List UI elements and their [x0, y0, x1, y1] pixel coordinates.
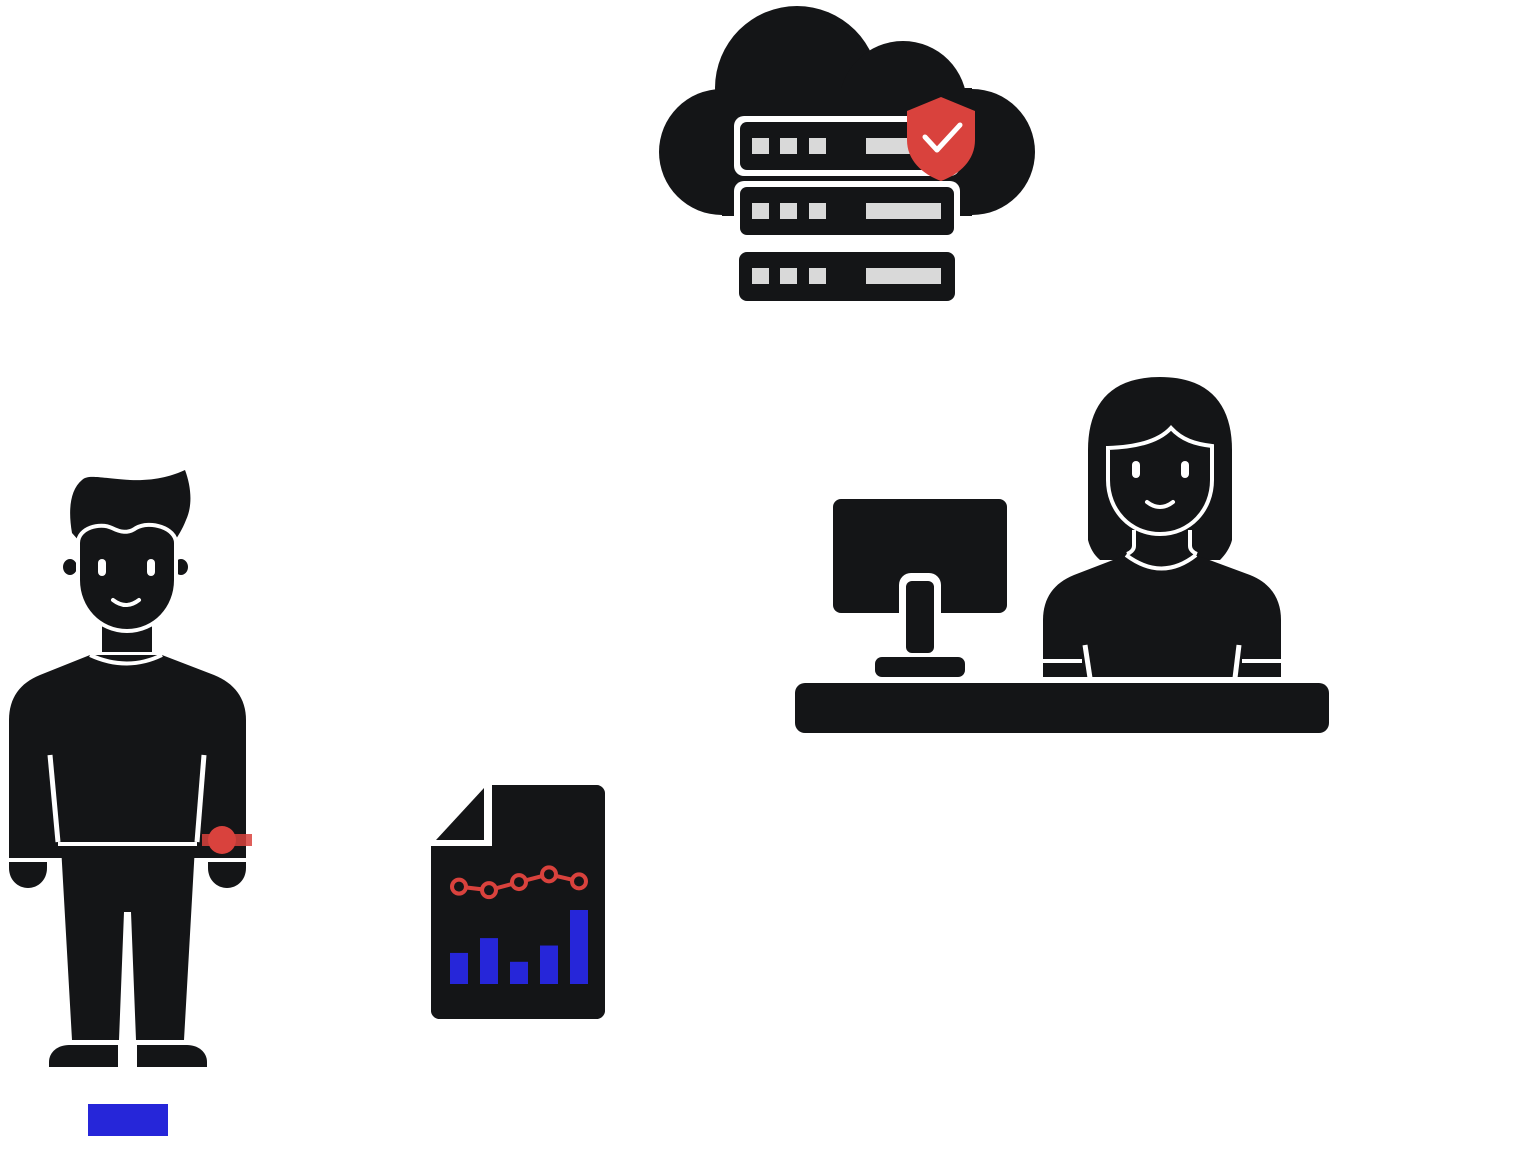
report-trend-point	[570, 872, 588, 891]
report-bar	[510, 961, 528, 984]
report-trend-point	[540, 865, 558, 884]
woman-operator-icon	[1043, 377, 1281, 679]
cloud-server-icon	[659, 6, 1035, 301]
report-trend-line	[450, 865, 588, 900]
man-user-icon	[9, 470, 252, 1136]
shield-check-icon	[907, 97, 975, 181]
desktop-computer-icon	[833, 499, 1007, 677]
report-document-icon	[431, 785, 605, 1019]
report-trend-point	[510, 873, 528, 892]
report-bar	[540, 945, 558, 984]
report-bar	[450, 952, 468, 984]
report-trend-point	[480, 881, 498, 900]
report-trend-point	[450, 877, 468, 896]
user-badge	[88, 1104, 168, 1136]
report-bar-chart	[450, 910, 588, 984]
smartwatch-icon	[202, 826, 252, 854]
report-bar	[570, 910, 588, 984]
desk-icon	[795, 683, 1329, 733]
report-bar	[480, 938, 498, 984]
